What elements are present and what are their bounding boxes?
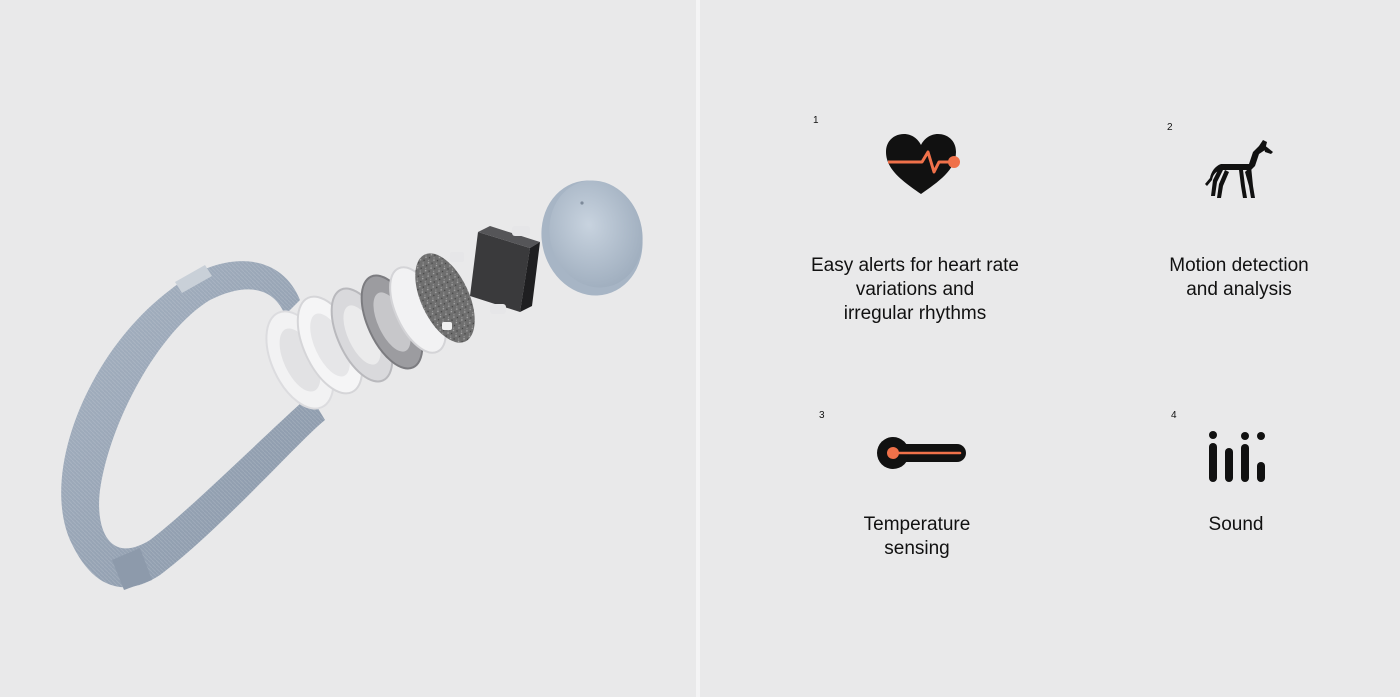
disc-layers (296, 252, 475, 395)
dog-icon (1205, 140, 1273, 198)
feature-3-number: 3 (819, 410, 825, 421)
sound-bars-icon (1209, 431, 1265, 482)
product-panel (0, 0, 696, 697)
heart-rate-icon (886, 134, 960, 194)
feature-1-number: 1 (813, 115, 819, 126)
feature-2-text: Motion detection and analysis (1169, 255, 1309, 300)
features-panel: 1 Easy alerts for heart rate variations … (700, 0, 1400, 697)
collar-strap (61, 261, 325, 590)
feature-4-number: 4 (1171, 410, 1177, 421)
battery-block (470, 226, 540, 314)
feature-1-text: Easy alerts for heart rate variations an… (810, 255, 1020, 324)
pod-cap (541, 180, 643, 296)
panel-divider (696, 0, 700, 697)
feature-2-number: 2 (1167, 122, 1173, 133)
feature-3-text: Temperature sensing (863, 514, 971, 559)
feature-4-text: Sound (1208, 514, 1264, 535)
thermometer-icon (877, 437, 966, 469)
exploded-collar-illustration (61, 180, 643, 590)
